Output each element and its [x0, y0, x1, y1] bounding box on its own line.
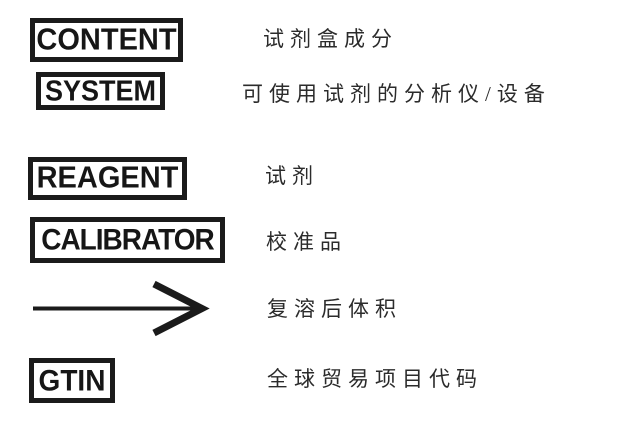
reagent-symbol-box: REAGENT [28, 157, 187, 200]
content-symbol-box: CONTENT [30, 18, 183, 62]
reagent-description: 试剂 [265, 164, 319, 188]
calibrator-symbol-label: CALIBRATOR [41, 223, 215, 256]
reagent-symbol-label: REAGENT [36, 161, 179, 195]
calibrator-symbol-box: CALIBRATOR [30, 217, 225, 263]
content-description: 试剂盒成分 [263, 27, 398, 51]
content-symbol-label: CONTENT [36, 22, 177, 57]
system-symbol-box: SYSTEM [36, 72, 165, 110]
system-symbol-label: SYSTEM [44, 74, 157, 107]
system-description: 可使用试剂的分析仪/设备 [242, 82, 551, 106]
gtin-symbol-box: GTIN [29, 358, 115, 403]
right-arrow-icon-svg [33, 280, 210, 337]
right-arrow-icon [30, 280, 210, 338]
calibrator-description: 校准品 [266, 230, 347, 254]
reconstituted-volume-description: 复溶后体积 [267, 297, 402, 321]
gtin-symbol-label: GTIN [38, 363, 106, 397]
gtin-description: 全球贸易项目代码 [267, 367, 483, 391]
